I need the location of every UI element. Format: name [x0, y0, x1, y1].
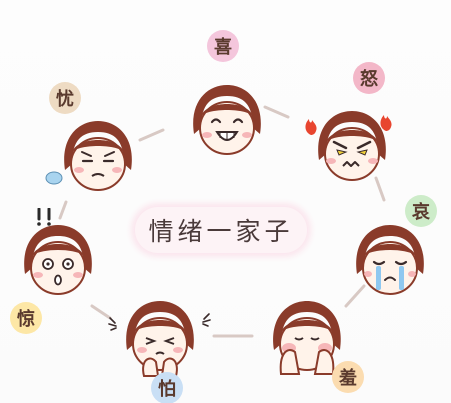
shy-face [273, 301, 341, 375]
sigh-puff-icon [45, 171, 63, 185]
connector-joy-worry [138, 128, 165, 142]
connector-surprise-fear [90, 304, 112, 320]
badge-sorrow: 哀 [405, 195, 437, 227]
connector-worry-surprise [58, 200, 68, 220]
surprise-face [24, 225, 92, 295]
badge-fear: 怕 [151, 372, 183, 403]
emotion-node-surprise [18, 222, 98, 302]
badge-shy: 羞 [332, 361, 364, 393]
connector-sorrow-shy [344, 284, 366, 308]
badge-anger: 怒 [353, 62, 385, 94]
tremble-left-icon [108, 317, 117, 331]
badge-joy: 喜 [207, 30, 239, 62]
emotion-node-joy [187, 82, 267, 162]
diagram-title: 情绪一家子 [135, 207, 307, 253]
emotion-node-shy [267, 298, 347, 378]
emotion-node-anger [312, 108, 392, 188]
emotion-node-sorrow [350, 222, 430, 302]
anger-face [318, 111, 386, 181]
connector-joy-anger [263, 105, 290, 119]
badge-surprise: 惊 [10, 302, 42, 334]
badge-worry: 忧 [49, 82, 81, 114]
flame-left-icon [305, 119, 317, 135]
exclamation-icon [37, 208, 51, 226]
connector-anger-sorrow [374, 176, 386, 202]
emotion-node-worry [58, 118, 138, 198]
joy-face [193, 85, 261, 155]
flame-right-icon [380, 115, 392, 131]
emotion-node-fear [120, 298, 200, 378]
fear-face [126, 301, 194, 377]
sorrow-face [356, 225, 424, 295]
tremble-right-icon [202, 313, 211, 327]
worry-face [64, 121, 132, 191]
